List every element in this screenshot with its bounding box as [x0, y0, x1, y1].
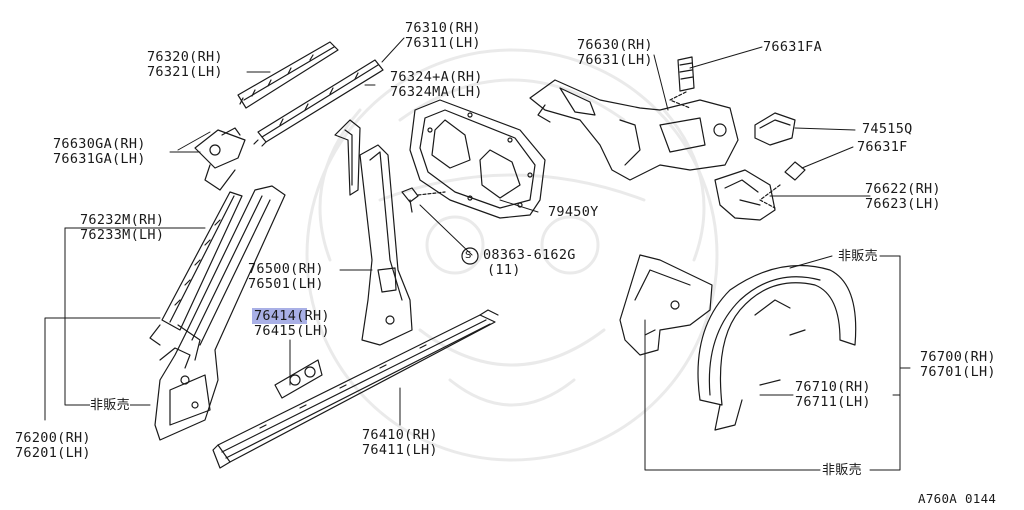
part-76500-pillar — [359, 144, 413, 346]
label-76630ga[interactable]: 76630GA(RH)76631GA(LH) — [53, 136, 146, 167]
label-74515q[interactable]: 74515Q — [862, 121, 913, 137]
part-76622-bracket — [714, 169, 776, 221]
label-76622[interactable]: 76622(RH)76623(LH) — [865, 181, 941, 212]
part-76710-wheelhouse-inner — [619, 254, 713, 356]
part-76310-rail — [253, 59, 384, 147]
label-76700[interactable]: 76700(RH)76701(LH) — [920, 349, 996, 380]
label-76414-text[interactable]: 76414(RH) — [254, 308, 330, 324]
label-76500[interactable]: 76500(RH)76501(LH) — [248, 261, 324, 292]
part-76410-sill — [212, 309, 499, 469]
part-76414-bracket — [274, 359, 323, 399]
part-76630-quarter-inner — [529, 79, 739, 181]
label-76310[interactable]: 76310(RH)76311(LH) — [405, 20, 481, 51]
label-76324[interactable]: 76324+A(RH)76324MA(LH) — [390, 69, 483, 100]
not-for-sale-bottom: 非販売 — [822, 463, 862, 478]
label-76320[interactable]: 76320(RH)76321(LH) — [147, 49, 223, 80]
part-79450y-panel — [409, 99, 546, 219]
screw-symbol-icon — [461, 247, 479, 265]
part-74515q-clip — [754, 112, 796, 146]
label-76631fa[interactable]: 76631FA — [763, 39, 822, 55]
part-76631f-plate — [759, 161, 806, 209]
diagram-code: A760A 0144 — [918, 491, 997, 506]
label-76414-rh[interactable] — [252, 308, 330, 324]
screw-symbol-letter: S — [465, 250, 472, 261]
highlight-part-number — [252, 308, 307, 324]
not-for-sale-left: 非販売 — [90, 398, 130, 413]
label-79450y[interactable]: 79450Y — [548, 204, 599, 220]
label-76232m[interactable]: 76232M(RH)76233M(LH) — [80, 212, 165, 243]
label-76710[interactable]: 76710(RH)76711(LH) — [795, 379, 871, 410]
part-76320-strip — [237, 41, 339, 109]
part-76630ga-bracket — [194, 127, 246, 191]
part-76232m-pillar — [149, 191, 243, 346]
leader-lines — [44, 37, 911, 471]
part-76200-cowl-side — [154, 185, 286, 441]
part-76324-reinf — [334, 119, 361, 196]
part-76631fa-pad — [669, 56, 695, 109]
label-76631f[interactable]: 76631F — [857, 139, 908, 155]
label-76414[interactable]: 76415(LH) — [252, 308, 330, 339]
label-76630[interactable]: 76630(RH)76631(LH) — [577, 37, 653, 68]
not-for-sale-top: 非販売 — [838, 249, 878, 264]
label-76410[interactable]: 76410(RH)76411(LH) — [362, 427, 438, 458]
watermark-emblem — [305, 48, 719, 462]
part-76700-wheelhouse — [697, 264, 857, 431]
label-76200[interactable]: 76200(RH)76201(LH) — [15, 430, 91, 461]
label-08363[interactable]: 08363-6162G(11) — [483, 247, 576, 278]
bolt-icon — [401, 187, 446, 213]
